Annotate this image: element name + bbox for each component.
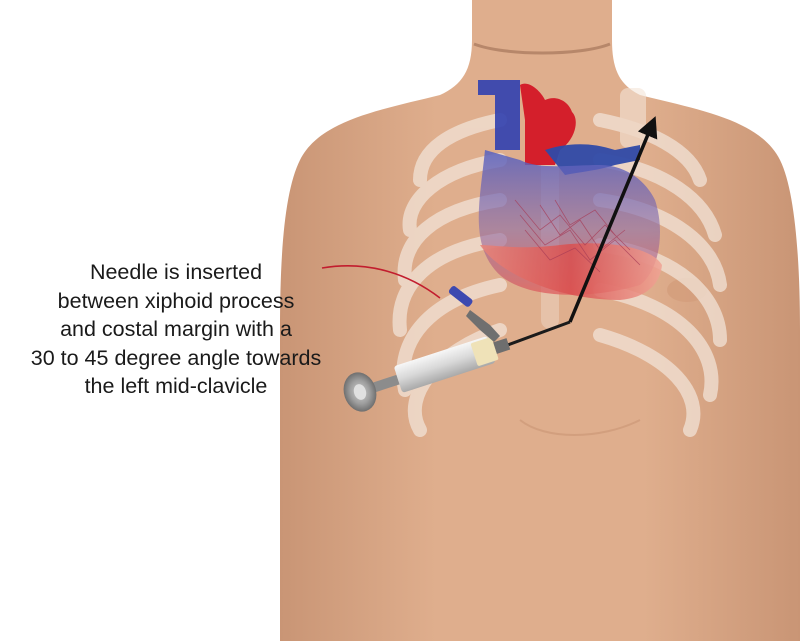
annotation-line-5: the left mid-clavicle bbox=[0, 372, 352, 401]
annotation-line-3: and costal margin with a bbox=[0, 315, 352, 344]
clavicle-right bbox=[620, 88, 646, 148]
annotation-text: Needle is inserted between xiphoid proce… bbox=[0, 258, 352, 401]
annotation-line-4: 30 to 45 degree angle towards bbox=[0, 344, 352, 373]
annotation-line-1: Needle is inserted bbox=[0, 258, 352, 287]
annotation-line-2: between xiphoid process bbox=[0, 287, 352, 316]
